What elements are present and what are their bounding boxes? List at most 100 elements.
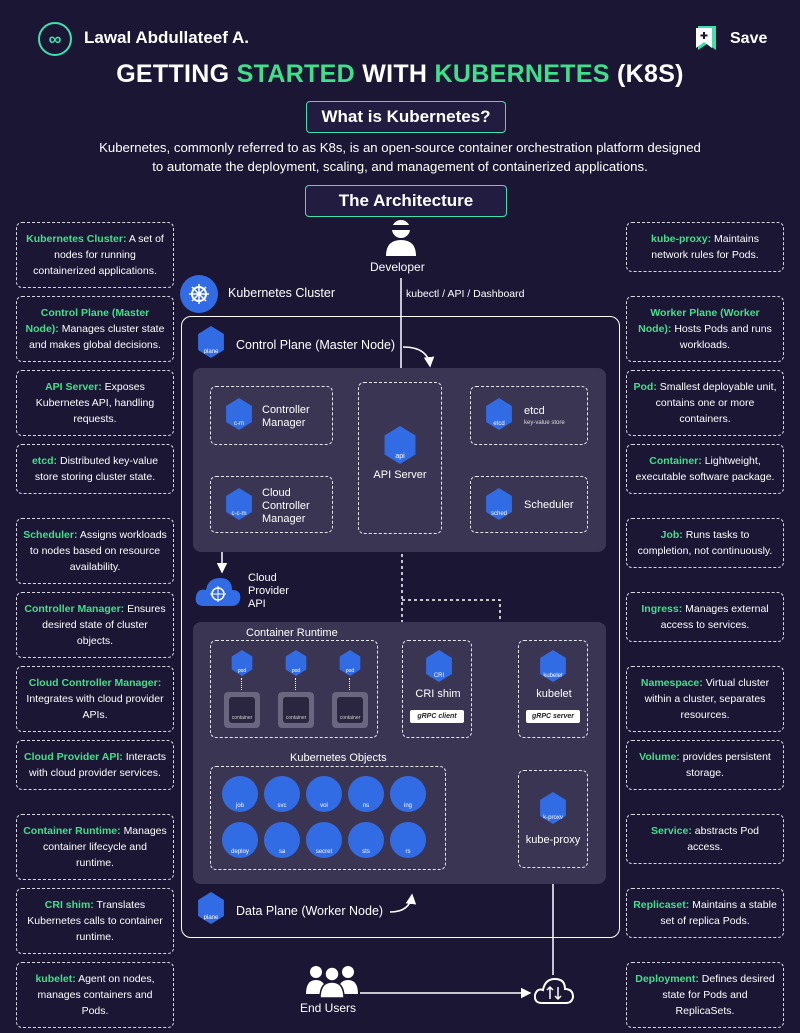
kubelet-box[interactable]: [518, 640, 588, 738]
etcd-box[interactable]: [470, 386, 588, 445]
right-glossary-card: Worker Plane (Worker Node): Hosts Pods a…: [626, 296, 784, 362]
card-title: Scheduler:: [23, 529, 78, 541]
card-text: Virtual cluster within a cluster, separa…: [644, 677, 770, 721]
object-icon-svc: svc: [264, 776, 300, 812]
card-title: Replicaset:: [633, 899, 690, 911]
section-architecture: The Architecture: [305, 185, 507, 217]
left-glossary-card: Controller Manager: Ensures desired stat…: [16, 592, 174, 658]
container-icon: container: [332, 692, 368, 728]
card-title: Volume:: [639, 751, 680, 763]
brand-logo-icon: ∞: [38, 22, 72, 56]
card-title: kube-proxy:: [651, 233, 712, 245]
card-text: Smallest deployable unit, contains one o…: [655, 381, 777, 425]
cri-shim-box[interactable]: [402, 640, 472, 738]
container-icon: container: [278, 692, 314, 728]
api-server-box[interactable]: [358, 382, 442, 534]
controller-manager-label: Controller Manager: [262, 404, 310, 429]
pod-icon: pod: [231, 650, 253, 676]
right-glossary-card: Container: Lightweight, executable softw…: [626, 444, 784, 494]
container-icon: container: [224, 692, 260, 728]
card-text: Ensures desired state of cluster objects…: [42, 603, 166, 647]
card-title: Service:: [651, 825, 692, 837]
kubelet-label: kubelet: [536, 688, 572, 700]
left-glossary-card: Scheduler: Assigns workloads to nodes ba…: [16, 518, 174, 584]
cloud-controller-manager-label: Cloud Controller Manager: [262, 487, 310, 525]
object-icon-deploy: deploy: [222, 822, 258, 858]
kube-proxy-label: kube-proxy: [525, 834, 581, 846]
left-glossary-card: Container Runtime: Manages container lif…: [16, 814, 174, 880]
kube-proxy-box[interactable]: [518, 770, 588, 868]
card-text: Agent on nodes, manages containers and P…: [37, 973, 155, 1017]
pod-arrow: [241, 678, 242, 690]
controller-manager-box[interactable]: [210, 386, 333, 445]
kubernetes-objects-box[interactable]: [210, 766, 446, 870]
cluster-box: [181, 316, 620, 938]
card-title: Pod:: [633, 381, 657, 393]
developer-icon: [384, 218, 418, 263]
control-plane-icon: plane: [198, 326, 224, 358]
card-text: Defines desired state for Pods and Repli…: [662, 973, 775, 1017]
developer-label: Developer: [370, 260, 425, 274]
object-icon-vol: vol: [306, 776, 342, 812]
data-plane-label: Data Plane (Worker Node): [236, 904, 384, 918]
dev-access-label: kubectl / API / Dashboard: [406, 288, 525, 300]
object-icon-rs: rs: [390, 822, 426, 858]
scheduler-box[interactable]: [470, 476, 588, 533]
save-button[interactable]: Save: [730, 30, 768, 47]
card-text: Exposes Kubernetes API, handling request…: [35, 381, 155, 425]
left-glossary-card: Cloud Controller Manager: Integrates wit…: [16, 666, 174, 732]
grpc-client-label: gRPC client: [410, 710, 464, 723]
card-text: A set of nodes for running containerized…: [33, 233, 164, 277]
left-glossary-card: etcd: Distributed key-value store storin…: [16, 444, 174, 494]
object-icon-ns: ns: [348, 776, 384, 812]
etcd-label: etcd: [524, 405, 545, 417]
bookmark-icon[interactable]: [694, 24, 720, 52]
author-name: Lawal Abdullateef A.: [84, 28, 249, 47]
right-glossary-card: Job: Runs tasks to completion, not conti…: [626, 518, 784, 568]
container-label: container: [283, 697, 309, 723]
card-text: Hosts Pods and runs workloads.: [674, 323, 772, 351]
right-glossary-card: Namespace: Virtual cluster within a clus…: [626, 666, 784, 732]
right-glossary-card: kube-proxy: Maintains network rules for …: [626, 222, 784, 272]
page-title: GETTING STARTED WITH KUBERNETES (K8S): [116, 60, 684, 88]
object-icon-secret: secret: [306, 822, 342, 858]
container-runtime-label: Container Runtime: [246, 627, 338, 639]
left-glossary-card: CRI shim: Translates Kubernetes calls to…: [16, 888, 174, 954]
pod-arrow: [349, 678, 350, 690]
grpc-server-label: gRPC server: [526, 710, 580, 723]
card-title: Container:: [649, 455, 702, 467]
api-server-icon: api: [384, 426, 416, 464]
etcd-sub-label: key-value store: [524, 420, 565, 426]
card-text: Integrates with cloud provider APIs.: [26, 693, 164, 721]
section-what-is: What is Kubernetes?: [306, 101, 506, 133]
control-plane-label: Control Plane (Master Node): [236, 338, 396, 352]
etcd-icon: etcd: [486, 398, 512, 430]
card-title: Controller Manager:: [24, 603, 125, 615]
card-title: kubelet:: [35, 973, 76, 985]
card-title: Container Runtime:: [23, 825, 121, 837]
card-text: Manages cluster state and makes global d…: [29, 323, 165, 351]
card-text: Distributed key-value store storing clus…: [34, 455, 159, 483]
card-title: Ingress:: [641, 603, 683, 615]
scheduler-label: Scheduler: [524, 499, 574, 511]
end-users-label: End Users: [300, 1001, 357, 1015]
card-title: Worker Plane (Worker Node):: [638, 307, 760, 335]
pod-icon: pod: [285, 650, 307, 676]
container-runtime-box[interactable]: [210, 640, 378, 738]
internet-cloud-icon: [533, 975, 575, 1010]
kubernetes-objects-label: Kubernetes Objects: [290, 752, 387, 764]
card-text: Assigns workloads to nodes based on reso…: [29, 529, 167, 573]
card-text: Maintains network rules for Pods.: [651, 233, 759, 261]
k8s-wheel-icon: [180, 275, 218, 313]
object-icon-sa: sa: [264, 822, 300, 858]
card-title: Namespace:: [640, 677, 703, 689]
left-glossary-card: Control Plane (Master Node): Manages clu…: [16, 296, 174, 362]
card-text: provides persistent storage.: [682, 751, 771, 779]
card-text: Lightweight, executable software package…: [635, 455, 775, 483]
left-glossary-card: Kubernetes Cluster: A set of nodes for r…: [16, 222, 174, 288]
cloud-controller-manager-box[interactable]: [210, 476, 333, 533]
cri-shim-label: CRI shim: [415, 688, 461, 700]
card-text: Runs tasks to completion, not continuous…: [637, 529, 773, 557]
card-text: Interacts with cloud provider services.: [29, 751, 166, 779]
object-icon-job: job: [222, 776, 258, 812]
